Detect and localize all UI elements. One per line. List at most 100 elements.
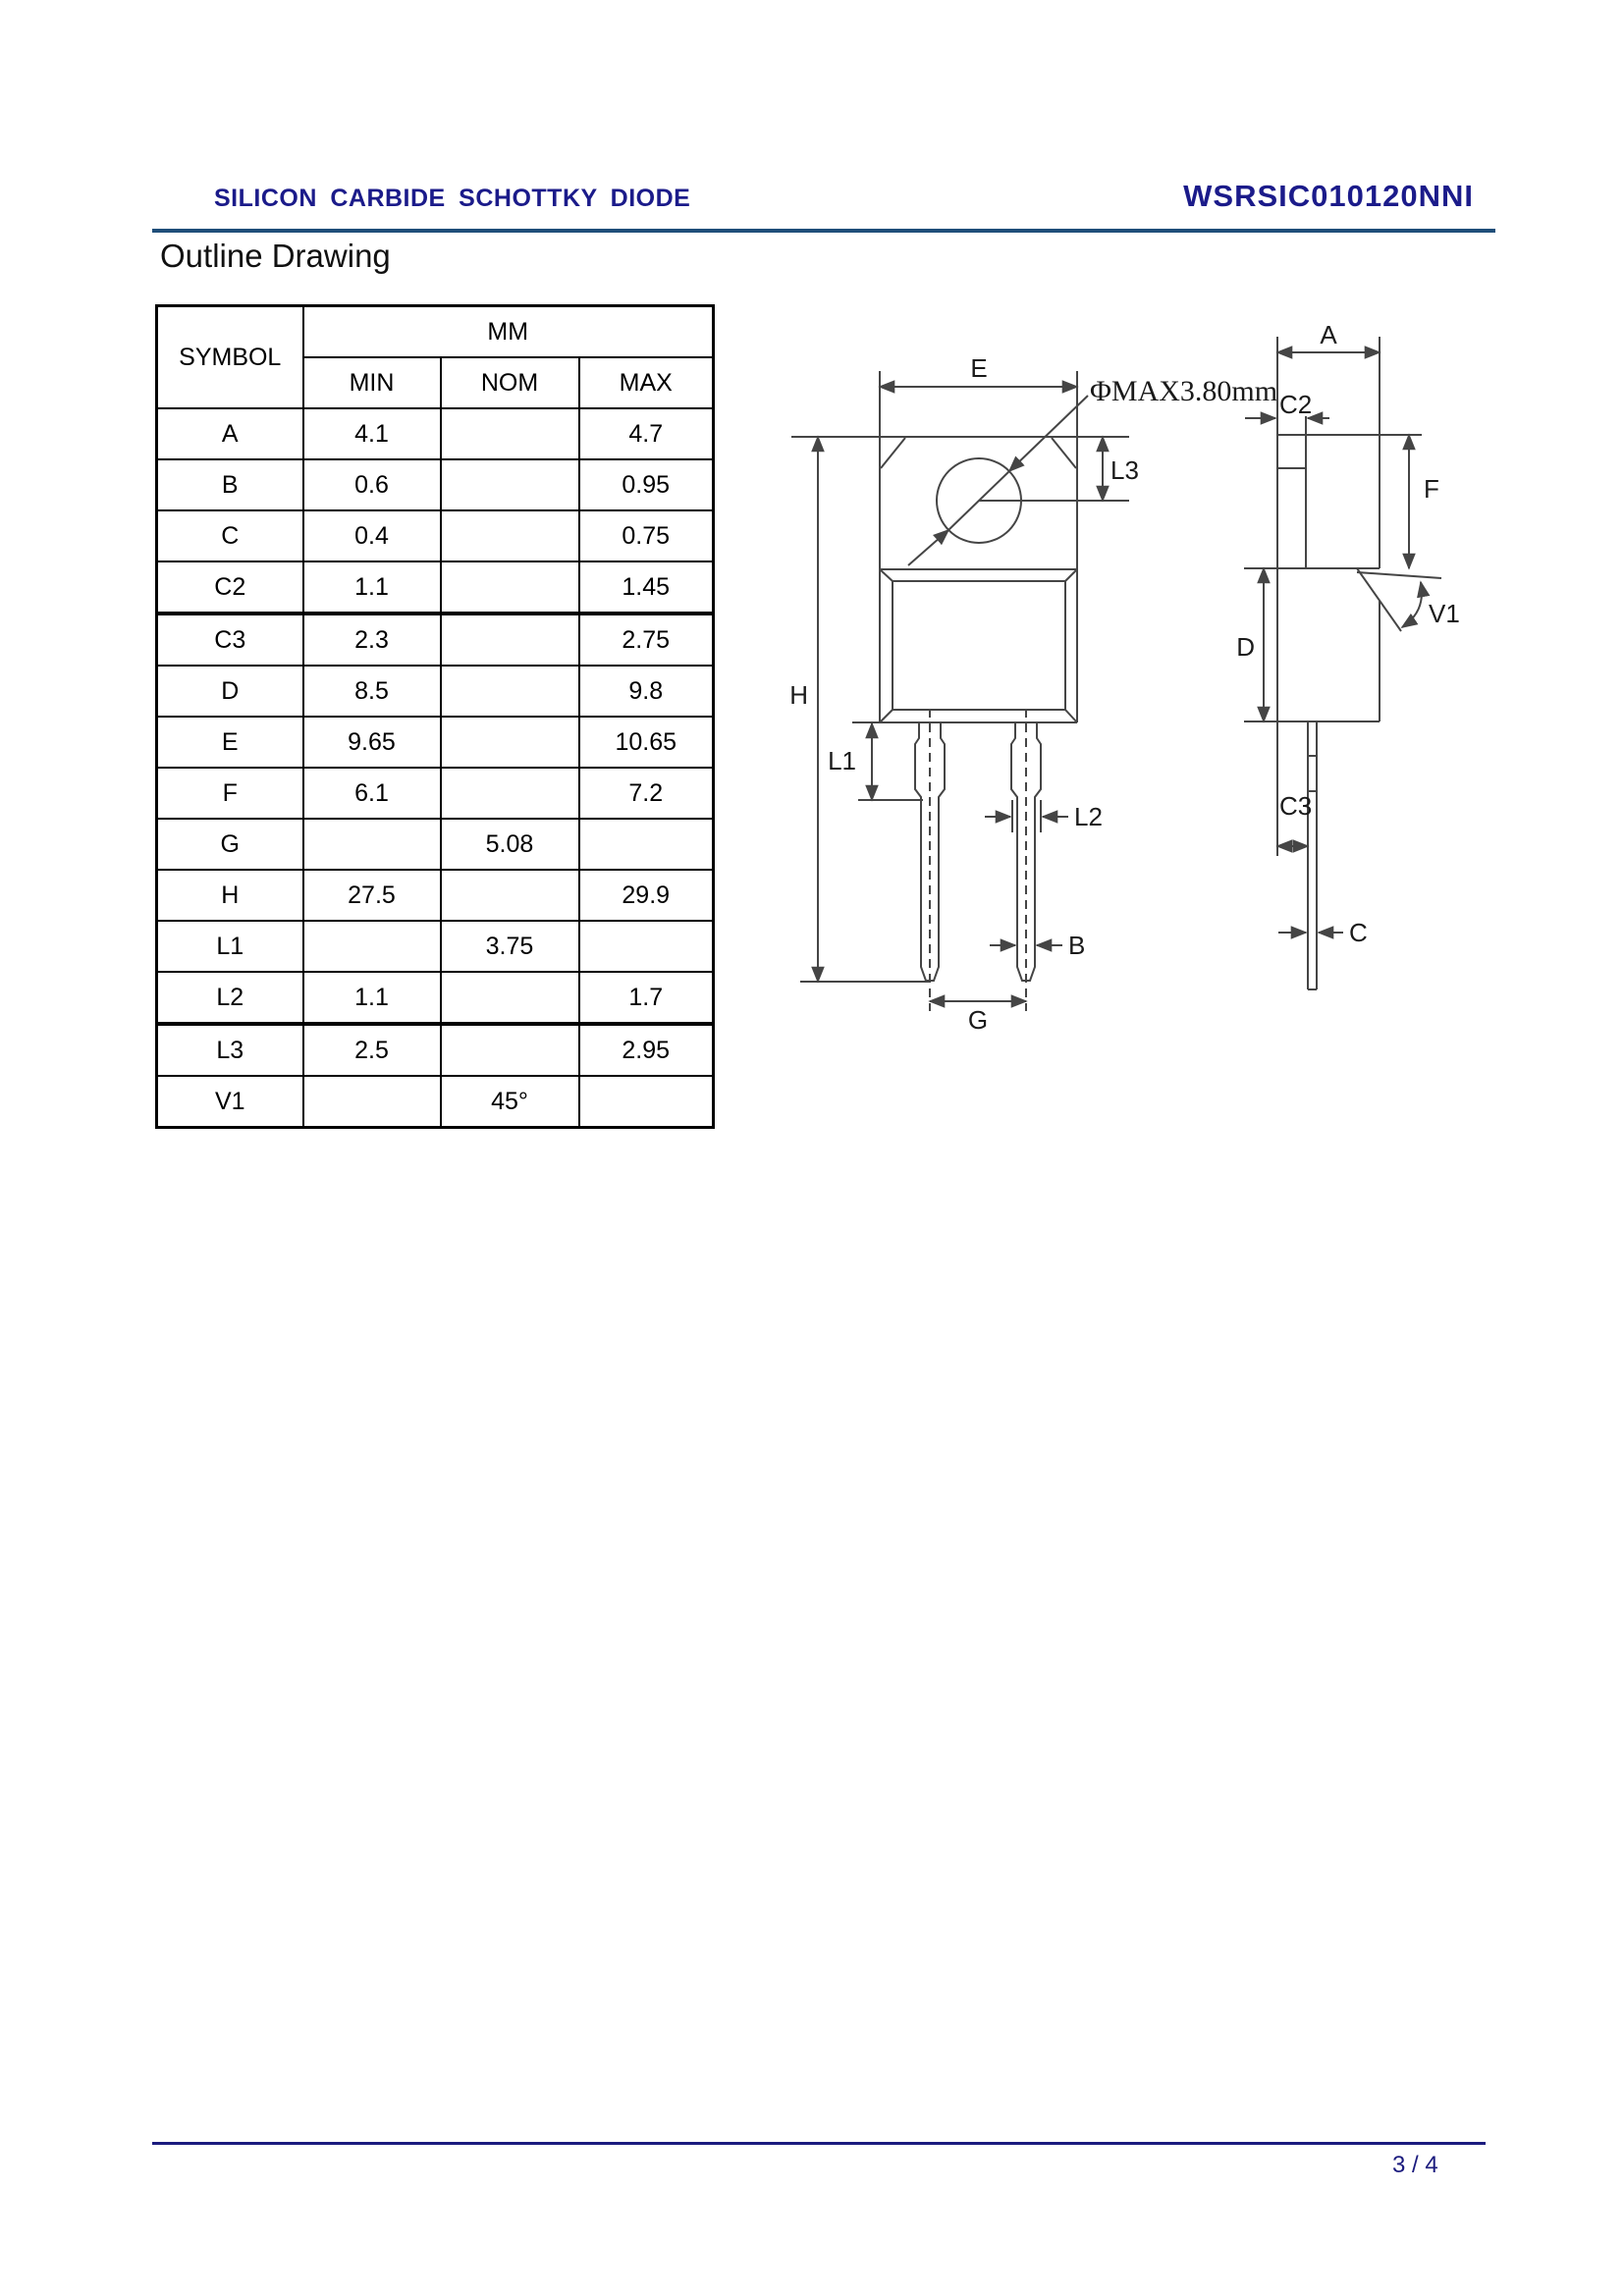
min-cell: 1.1 [301, 971, 442, 1025]
document-title: SILICON CARBIDE SCHOTTKY DIODE [214, 185, 691, 212]
symbol-cell: E [155, 716, 304, 769]
max-cell: 10.65 [577, 716, 715, 769]
col-header-max: MAX [577, 356, 715, 409]
dim-l2-label: L2 [1074, 802, 1103, 831]
lead-right [1010, 723, 1042, 982]
dim-c2-label: C2 [1279, 390, 1312, 419]
table-subheader-row: MIN NOM MAX [157, 356, 715, 409]
chamfer-ref-line [1356, 571, 1442, 579]
page-number: 3 / 4 [1392, 2152, 1438, 2178]
body-bevel-br [1064, 709, 1078, 723]
max-cell: 2.95 [577, 1022, 715, 1077]
table-row: V1 45° [155, 1075, 715, 1129]
nom-cell: 45° [439, 1075, 580, 1129]
max-cell: 0.75 [577, 509, 715, 562]
col-header-nom: NOM [439, 356, 580, 409]
header-rule [152, 229, 1495, 233]
symbol-cell: H [155, 869, 304, 922]
part-number: WSRSIC010120NNI [1183, 179, 1474, 213]
table-row: L1 3.75 [155, 920, 715, 973]
dim-g-label: G [968, 1005, 988, 1035]
nom-cell [439, 458, 580, 511]
max-cell [577, 818, 715, 871]
dim-e-label: E [970, 353, 987, 383]
table-row: E 9.65 10.65 [155, 716, 715, 769]
nom-cell [439, 869, 580, 922]
section-title: Outline Drawing [160, 238, 391, 274]
body-bevel-tr [1064, 568, 1078, 582]
col-header-min: MIN [301, 356, 442, 409]
nom-cell [439, 612, 580, 667]
symbol-cell: L1 [155, 920, 304, 973]
dim-v1-label: V1 [1429, 599, 1460, 628]
body-bevel-tl [879, 568, 893, 582]
table-row: C 0.4 0.75 [155, 509, 715, 562]
table-row: D 8.5 9.8 [155, 665, 715, 718]
dim-c3-label: C3 [1279, 791, 1312, 821]
symbol-cell: L2 [155, 971, 304, 1025]
footer-rule [152, 2142, 1486, 2145]
symbol-cell: C2 [155, 561, 304, 614]
table-row: A 4.1 4.7 [155, 407, 715, 460]
max-cell [577, 1075, 715, 1129]
min-cell: 1.1 [301, 561, 442, 614]
table-row: G 5.08 [155, 818, 715, 871]
symbol-cell: D [155, 665, 304, 718]
side-view: A C2 F V1 D [1236, 320, 1460, 990]
tab-chamfer-right [1051, 437, 1077, 469]
nom-cell [439, 665, 580, 718]
nom-cell [439, 971, 580, 1025]
dim-c-label: C [1349, 918, 1368, 947]
dimension-table: SYMBOL MM MIN NOM MAX A 4.1 4.7 B 0.6 0.… [155, 304, 715, 1129]
min-cell: 4.1 [301, 407, 442, 460]
min-cell [301, 1075, 442, 1129]
dim-h-label: H [789, 680, 808, 710]
dim-a-label: A [1320, 320, 1337, 349]
chamfer-line [1356, 567, 1402, 632]
min-cell [301, 818, 442, 871]
dim-f-label: F [1424, 474, 1439, 504]
dim-v1-arc [1400, 580, 1431, 628]
hole-diameter-leader-bottom [907, 528, 950, 566]
max-cell: 29.9 [577, 869, 715, 922]
lead-left [914, 723, 946, 982]
min-cell: 2.5 [301, 1022, 442, 1077]
nom-cell [439, 1022, 580, 1077]
nom-cell [439, 561, 580, 614]
nom-cell [439, 407, 580, 460]
symbol-cell: C [155, 509, 304, 562]
min-cell: 6.1 [301, 767, 442, 820]
max-cell: 7.2 [577, 767, 715, 820]
table-row: L3 2.5 2.95 [155, 1022, 715, 1077]
nom-cell [439, 767, 580, 820]
table-row: B 0.6 0.95 [155, 458, 715, 511]
table-header-row: SYMBOL MM [155, 304, 715, 409]
min-cell [301, 920, 442, 973]
nom-cell: 5.08 [439, 818, 580, 871]
min-cell: 0.4 [301, 509, 442, 562]
body-inner-outline [892, 580, 1066, 711]
symbol-header-cell: SYMBOL [155, 304, 304, 409]
max-cell [577, 920, 715, 973]
min-cell: 9.65 [301, 716, 442, 769]
nom-cell: 3.75 [439, 920, 580, 973]
dim-l3-label: L3 [1110, 455, 1139, 485]
symbol-cell: G [155, 818, 304, 871]
max-cell: 1.45 [577, 561, 715, 614]
hole-diameter-label: ΦMAX3.80mm [1090, 375, 1277, 407]
max-cell: 2.75 [577, 612, 715, 667]
table-row: F 6.1 7.2 [155, 767, 715, 820]
front-view: ΦMAX3.80mm E L3 H [789, 353, 1277, 1035]
max-cell: 9.8 [577, 665, 715, 718]
symbol-cell: V1 [155, 1075, 304, 1129]
hole-diameter-leader-top [1007, 395, 1089, 473]
dim-b-label: B [1068, 931, 1085, 960]
min-cell: 2.3 [301, 612, 442, 667]
symbol-cell: L3 [155, 1022, 304, 1077]
symbol-cell: F [155, 767, 304, 820]
unit-header-cell: MM [301, 304, 715, 358]
max-cell: 4.7 [577, 407, 715, 460]
nom-cell [439, 716, 580, 769]
tab-chamfer-left [880, 437, 906, 469]
